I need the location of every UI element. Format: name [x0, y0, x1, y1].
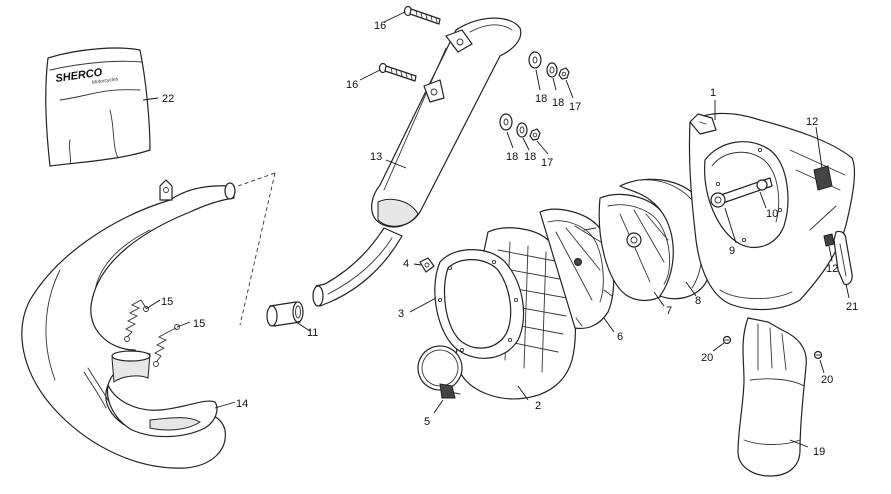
- part-18-rubber-lower-a[interactable]: [499, 113, 513, 131]
- part-20-screw-left[interactable]: [722, 335, 732, 345]
- callout-18-lower-b: 18: [524, 151, 536, 163]
- part-17-nut-lower[interactable]: [529, 128, 541, 141]
- part-18-washer-upper-b[interactable]: [546, 62, 558, 78]
- callout-18-upper-b: 18: [552, 97, 564, 109]
- callout-9: 9: [729, 245, 735, 257]
- logo-tagline-text: Motorcycles: [91, 76, 119, 86]
- part-17-nut-upper[interactable]: [558, 67, 570, 80]
- callout-21: 21: [846, 301, 858, 313]
- callout-15-upper: 15: [161, 296, 173, 308]
- callout-labels: 1 2 3 4 5 6 7 8 9 10 11 12 12 13 14 15 1…: [161, 20, 858, 458]
- part-15-spring-upper[interactable]: [124, 299, 149, 342]
- part-11-coupling-sleeve[interactable]: [266, 301, 304, 327]
- part-15-spring-lower[interactable]: [153, 324, 180, 367]
- callout-15-lower: 15: [193, 318, 205, 330]
- callout-13: 13: [370, 151, 382, 163]
- part-4-screw[interactable]: [419, 257, 435, 273]
- part-20-screw-right[interactable]: [813, 350, 823, 360]
- callout-19: 19: [813, 446, 825, 458]
- callout-18-upper-a: 18: [535, 93, 547, 105]
- part-18-rubber-upper-a[interactable]: [528, 51, 542, 69]
- callout-17-upper: 17: [569, 101, 581, 113]
- callout-6: 6: [617, 331, 623, 343]
- callout-1: 1: [710, 87, 716, 99]
- part-16-bolt-upper[interactable]: [403, 5, 441, 25]
- part-13-silencer[interactable]: [312, 17, 522, 307]
- callout-7: 7: [666, 305, 672, 317]
- part-3-filter-flange[interactable]: [434, 249, 525, 359]
- callout-3: 3: [398, 308, 404, 320]
- part-22-cover-bag[interactable]: SHERCO Motorcycles: [45, 47, 151, 167]
- part-18-washer-lower-b[interactable]: [516, 122, 528, 138]
- callout-16-lower: 16: [346, 79, 358, 91]
- callout-20-left: 20: [701, 352, 713, 364]
- callout-14: 14: [236, 398, 248, 410]
- callout-20-right: 20: [821, 374, 833, 386]
- assembly-dashed-line-vertical: [239, 172, 276, 326]
- part-14-expansion-chamber[interactable]: [21, 179, 236, 469]
- callout-18-lower-a: 18: [506, 151, 518, 163]
- part-21-strap[interactable]: [833, 230, 853, 286]
- callout-22: 22: [162, 93, 174, 105]
- callout-2: 2: [535, 400, 541, 412]
- part-1-airbox[interactable]: [688, 112, 856, 311]
- callout-12-lower: 12: [826, 263, 838, 275]
- callout-12-upper: 12: [806, 116, 818, 128]
- callout-17-lower: 17: [541, 157, 553, 169]
- callout-10: 10: [766, 208, 778, 220]
- callout-leaders: [142, 11, 850, 448]
- part-5-hose-clamp[interactable]: [412, 340, 468, 399]
- callout-11: 11: [307, 327, 318, 339]
- callout-5: 5: [424, 416, 430, 428]
- assembly-dashed-line-upper: [237, 172, 276, 187]
- callout-16-upper: 16: [374, 20, 386, 32]
- part-16-bolt-lower[interactable]: [378, 62, 417, 82]
- callout-8: 8: [695, 295, 701, 307]
- callout-4: 4: [403, 258, 409, 270]
- part-19-intake-duct[interactable]: [737, 317, 807, 477]
